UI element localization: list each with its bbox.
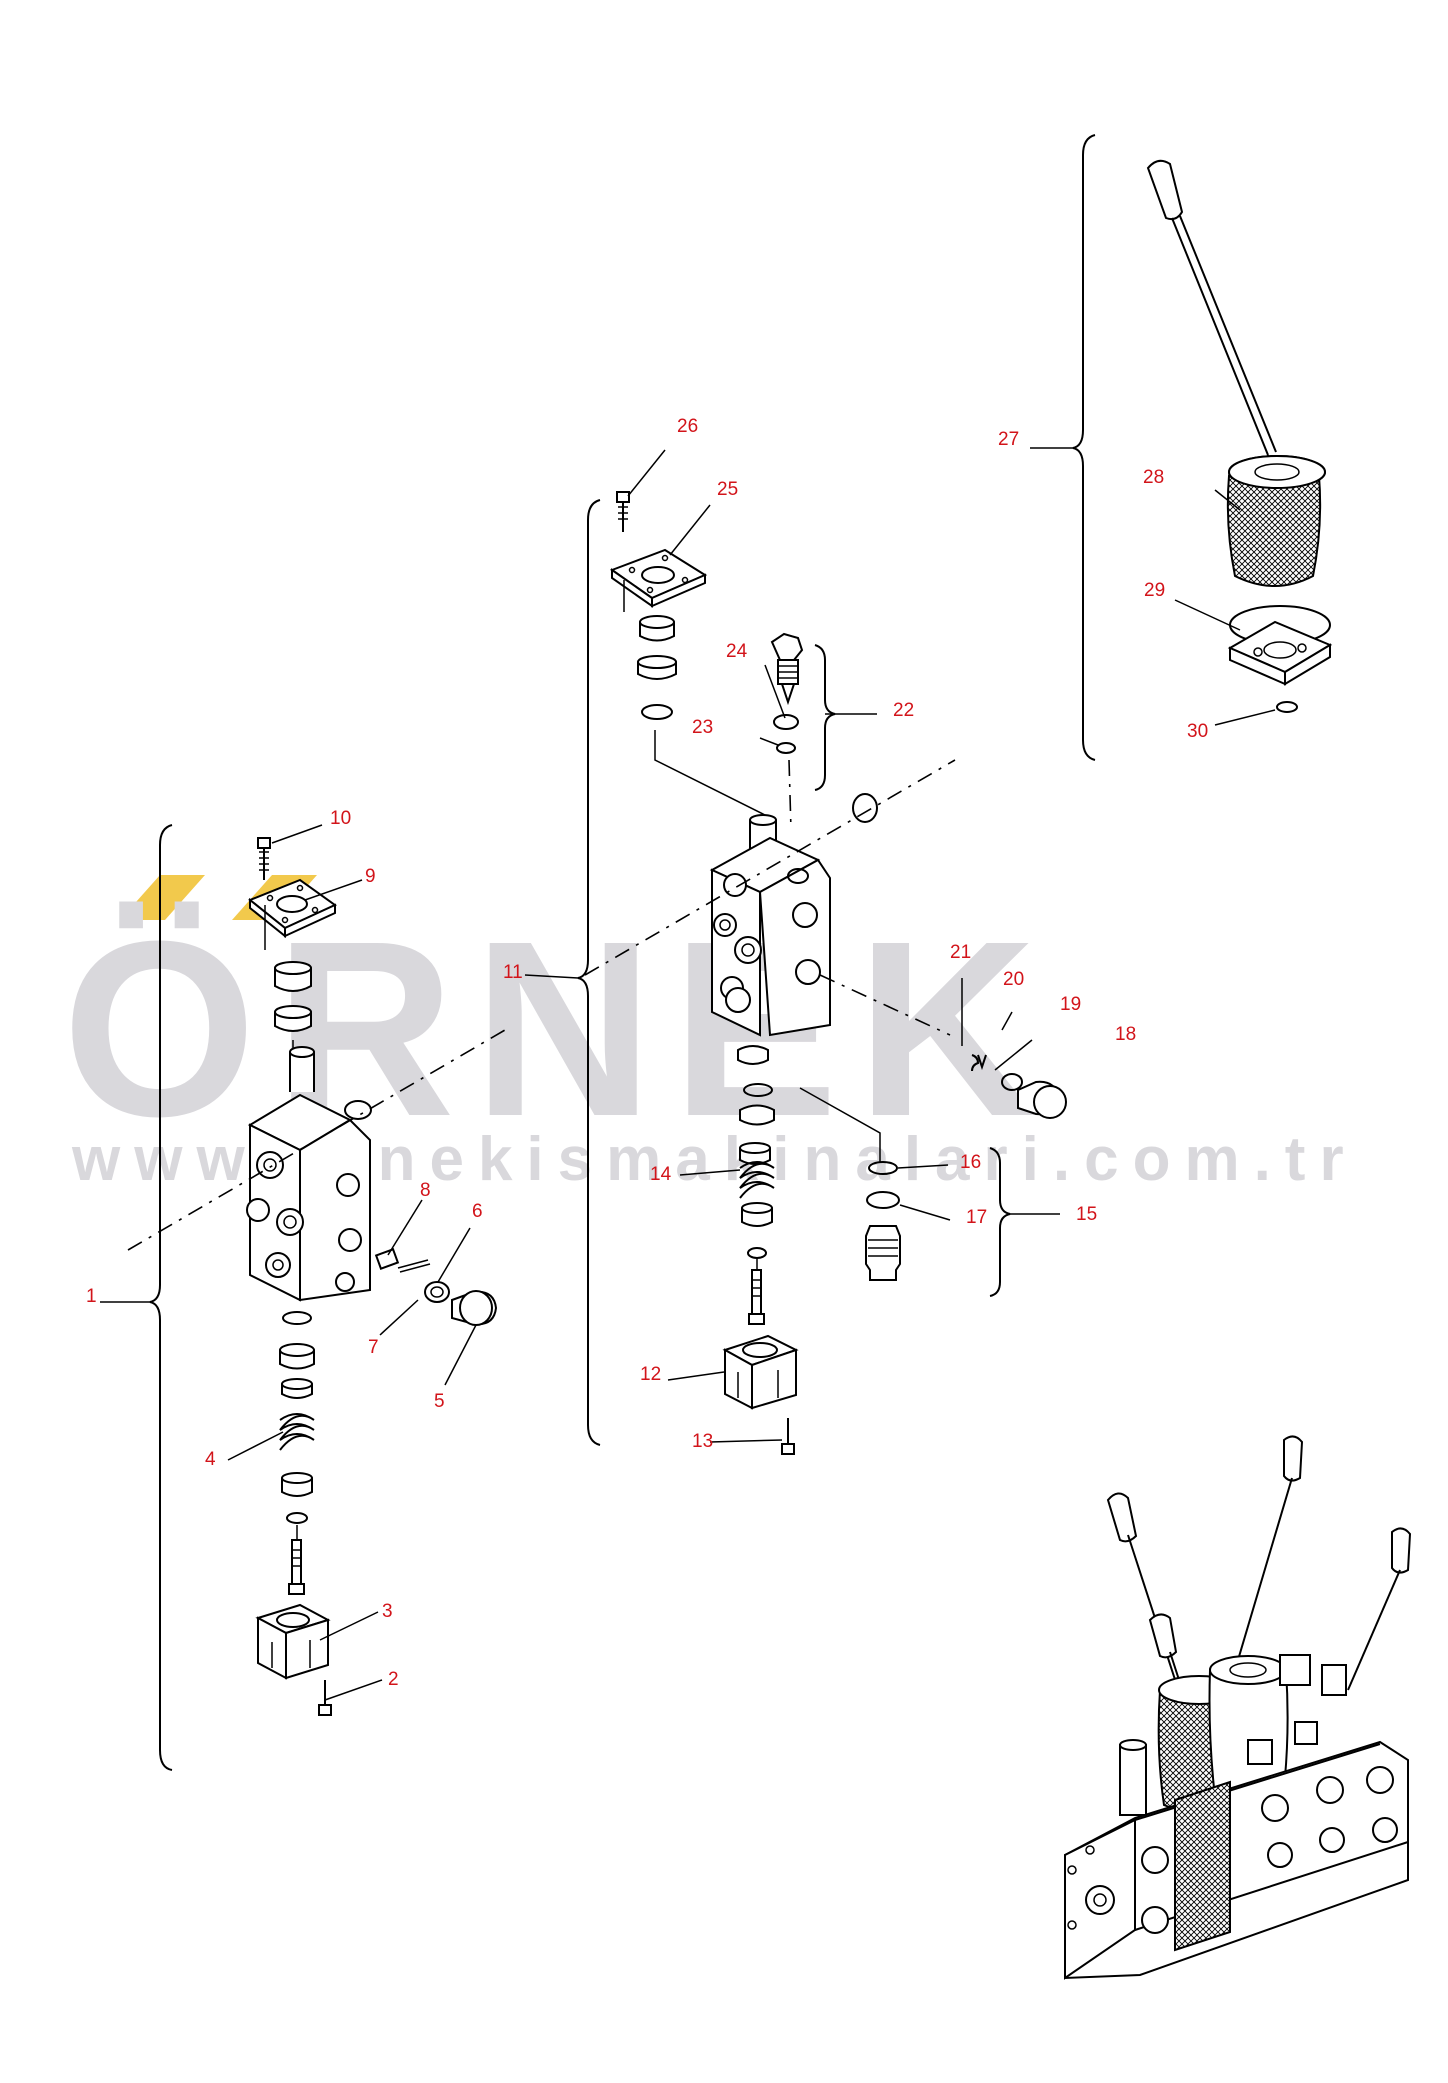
plug-assembly-18-21 <box>971 1054 1067 1119</box>
callout-2: 2 <box>388 1669 399 1690</box>
callout-5: 5 <box>434 1391 445 1412</box>
callout-6: 6 <box>472 1201 483 1222</box>
end-cap-3 <box>255 1603 331 1680</box>
lever-kit-27 <box>1146 159 1333 713</box>
callout-29: 29 <box>1144 580 1165 601</box>
relief-valve-15 <box>799 1087 901 1281</box>
base-plate-29 <box>1227 605 1333 713</box>
callout-3: 3 <box>382 1601 393 1622</box>
plug-assembly-5-8 <box>374 1248 498 1326</box>
callout-4: 4 <box>205 1449 216 1470</box>
watermark-accent <box>120 875 205 920</box>
bolt-10 <box>257 837 271 880</box>
callout-27: 27 <box>998 429 1019 450</box>
valve-section-1 <box>127 837 506 1716</box>
valve-body-11 <box>709 793 878 1037</box>
callout-24: 24 <box>726 641 748 662</box>
callout-1: 1 <box>86 1286 97 1307</box>
callout-17: 17 <box>966 1207 987 1228</box>
callout-22: 22 <box>893 700 914 721</box>
seal-stack-11 <box>637 615 677 720</box>
callout-15: 15 <box>1076 1204 1097 1225</box>
rubber-boot-28 <box>1226 455 1326 587</box>
lower-stack-11 <box>737 1045 775 1325</box>
bolt-2 <box>318 1680 332 1716</box>
bolt-13 <box>781 1418 795 1455</box>
callout-26: 26 <box>677 416 698 437</box>
valve-section-11 <box>584 491 1067 1455</box>
seal-stack-upper <box>274 961 312 1032</box>
watermark-brand: ÖRNEK <box>62 889 1055 1168</box>
callout-7: 7 <box>368 1337 379 1358</box>
assembled-valve-view <box>1064 1435 1412 1980</box>
callout-25: 25 <box>717 479 738 500</box>
end-cap-12 <box>722 1334 799 1410</box>
fitting-22 <box>770 632 804 831</box>
callout-11: 11 <box>503 962 523 983</box>
callout-8: 8 <box>420 1180 431 1201</box>
valve-body-1 <box>246 1046 372 1302</box>
leader-lines <box>100 447 1276 1701</box>
callout-14: 14 <box>650 1164 672 1185</box>
callout-16: 16 <box>960 1152 981 1173</box>
callout-9: 9 <box>365 866 376 887</box>
callout-23: 23 <box>692 717 713 738</box>
callout-10: 10 <box>330 808 351 829</box>
callout-28: 28 <box>1143 467 1164 488</box>
callout-18: 18 <box>1115 1024 1136 1045</box>
callout-19: 19 <box>1060 994 1081 1015</box>
callout-12: 12 <box>640 1364 661 1385</box>
flange-25 <box>609 548 708 608</box>
callout-30: 30 <box>1187 721 1208 742</box>
callout-labels: 1 2 3 4 5 6 7 8 9 10 11 12 13 14 15 16 1… <box>86 416 1208 1690</box>
bolt-26 <box>616 491 630 532</box>
callout-21: 21 <box>950 942 971 963</box>
callout-20: 20 <box>1003 969 1024 990</box>
flange-9 <box>248 878 337 939</box>
callout-13: 13 <box>692 1431 713 1452</box>
lower-stack-1 <box>279 1311 315 1595</box>
